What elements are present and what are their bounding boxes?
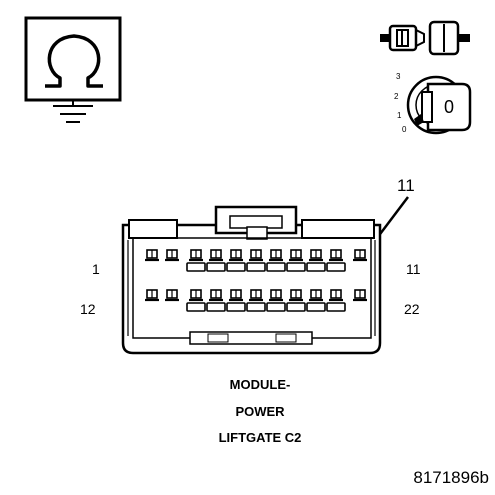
cavity-14	[186, 289, 206, 312]
cavity-18	[266, 289, 286, 312]
pin-label-11: 11	[406, 261, 421, 277]
cavity-11	[353, 249, 367, 262]
pin-label-22: 22	[404, 301, 420, 317]
ignition-position-0: 0	[402, 125, 407, 134]
cavity-4	[206, 249, 226, 272]
ignition-key-icon: 3 2 1 0 0	[394, 72, 472, 135]
cavity-10	[326, 249, 346, 272]
callout-pin-label: 11	[397, 176, 415, 195]
ohmmeter-omega-icon	[24, 16, 122, 123]
cavity-8	[286, 249, 306, 272]
cavity-6	[246, 249, 266, 272]
caption-line-1: MODULE-	[229, 377, 291, 392]
cavity-22	[353, 289, 367, 302]
cavity-9	[306, 249, 326, 272]
cavity-7	[266, 249, 286, 272]
cavity-5	[226, 249, 246, 272]
pin-label-12: 12	[80, 301, 96, 317]
ignition-key-position-label: 0	[444, 97, 454, 117]
cavity-17	[246, 289, 266, 312]
cavity-12	[145, 289, 159, 302]
pin-label-1: 1	[92, 261, 100, 277]
connector-housing	[121, 205, 382, 355]
cavity-2	[165, 249, 179, 262]
cavity-3	[186, 249, 206, 272]
ignition-position-3: 3	[396, 72, 401, 81]
cavity-16	[226, 289, 246, 312]
cavity-20	[306, 289, 326, 312]
figure-id: 8171896b	[413, 468, 489, 487]
cavity-1	[145, 249, 159, 262]
cavity-13	[165, 289, 179, 302]
connector-cavities	[145, 249, 367, 312]
cavity-15	[206, 289, 226, 312]
ignition-position-2: 2	[394, 92, 399, 101]
ignition-position-1: 1	[397, 111, 402, 120]
connector-disconnected-icon	[380, 20, 470, 56]
caption-line-3: LIFTGATE C2	[218, 430, 302, 445]
cavity-21	[326, 289, 346, 312]
caption-line-2: POWER	[235, 404, 285, 419]
cavity-19	[286, 289, 306, 312]
